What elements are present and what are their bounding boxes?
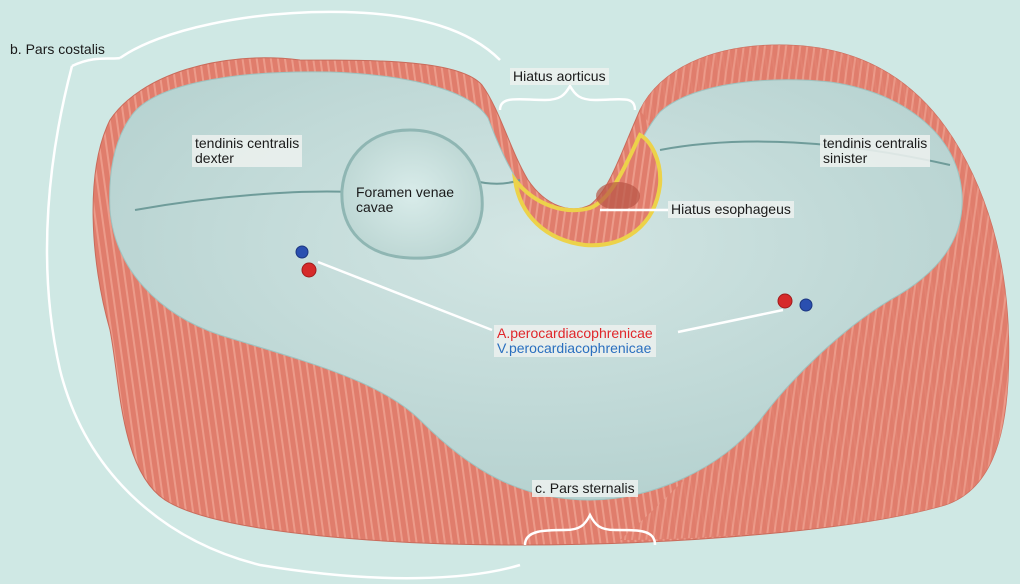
label-vessels: A.perocardiacophrenicae V.perocardiacoph… [494, 325, 656, 357]
label-pars-costalis: b. Pars costalis [8, 42, 107, 57]
vein-dot-right [800, 299, 812, 311]
label-artery: A.perocardiacophrenicae [497, 326, 653, 341]
brace-hiatus-aorticus [500, 86, 635, 110]
label-tendinis-dexter-line1: tendinis centralis [195, 136, 299, 151]
label-pars-sternalis: c. Pars sternalis [532, 480, 638, 497]
artery-dot-left [302, 263, 316, 277]
label-foramen-line2: cavae [356, 200, 454, 215]
hiatus-inner-shadow [596, 182, 640, 210]
label-tendinis-dexter-line2: dexter [195, 151, 299, 166]
label-foramen-venae-cavae: Foramen venae cavae [354, 185, 456, 215]
label-hiatus-esophageus: Hiatus esophageus [668, 201, 794, 218]
label-tendinis-dexter: tendinis centralis dexter [192, 135, 302, 167]
label-tendinis-sinister: tendinis centralis sinister [820, 135, 930, 167]
artery-dot-right [778, 294, 792, 308]
label-foramen-line1: Foramen venae [356, 185, 454, 200]
label-tendinis-sinister-line1: tendinis centralis [823, 136, 927, 151]
label-hiatus-aorticus: Hiatus aorticus [510, 68, 609, 85]
label-tendinis-sinister-line2: sinister [823, 151, 927, 166]
label-vein: V.perocardiacophrenicae [497, 341, 653, 356]
bracket-pars-costalis [120, 12, 500, 60]
vein-dot-left [296, 246, 308, 258]
